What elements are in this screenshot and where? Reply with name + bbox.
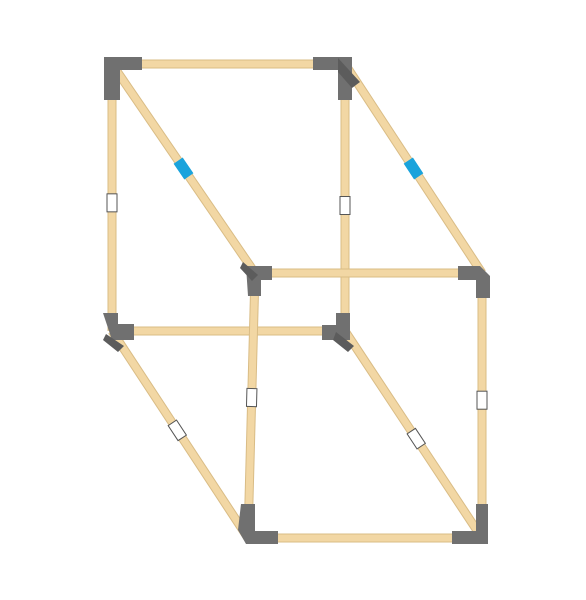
connector-br — [452, 504, 488, 544]
connector-tr — [313, 57, 360, 100]
connector-mr — [322, 313, 354, 352]
marker-blue-2 — [173, 157, 194, 180]
connector-cl — [240, 262, 272, 296]
connector-cr — [458, 266, 490, 298]
marker-blue-3 — [403, 157, 424, 180]
marker-white-1 — [339, 196, 351, 216]
connectors-layer — [103, 57, 490, 544]
markers-layer — [106, 157, 488, 450]
beams-layer — [107, 59, 487, 543]
marker-white-5 — [476, 390, 488, 410]
marker-white-6 — [167, 419, 188, 442]
connector-ml — [103, 313, 134, 352]
marker-white-0 — [106, 193, 118, 213]
connector-bl — [238, 504, 278, 544]
marker-white-4 — [245, 387, 258, 408]
marker-white-7 — [406, 427, 427, 450]
connector-tl — [104, 57, 142, 100]
